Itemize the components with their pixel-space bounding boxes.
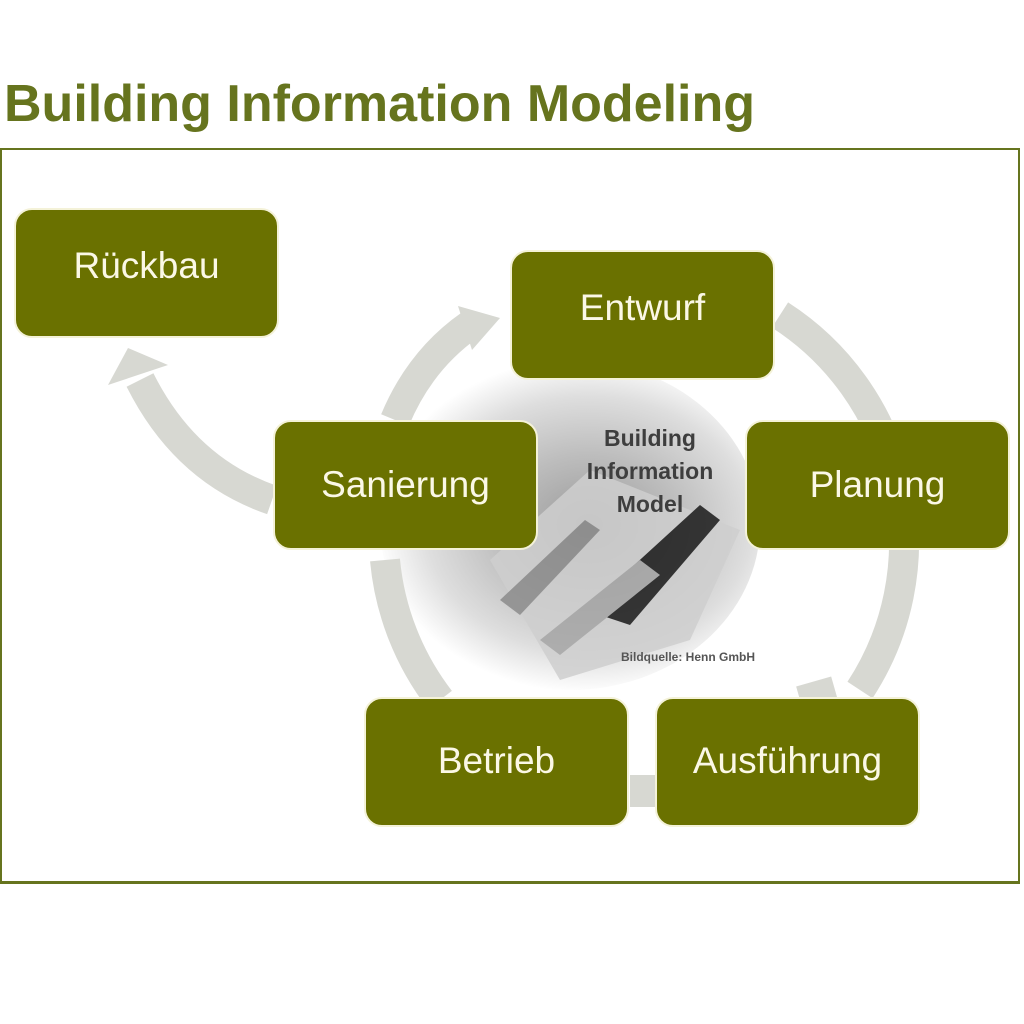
stage-planung-label: Planung [809,464,946,505]
arrow-head-entwurf-icon [458,306,500,350]
stage-planung: Planung [745,420,1010,550]
stage-betrieb: Betrieb [364,697,629,827]
stage-entwurf-label: Entwurf [579,287,706,328]
image-credit: Bildquelle: Henn GmbH [621,650,756,664]
stage-rueckbau: Rückbau [14,208,279,338]
arrow-sanierung-rueckbau [126,373,278,515]
cycle-ring-arc-bottom-left [370,558,453,710]
stage-betrieb-label: Betrieb [437,740,556,781]
arrow-sanierung-entwurf [381,312,479,426]
stage-ausfuehrung-label: Ausführung [692,740,883,781]
stage-sanierung: Sanierung [273,420,538,550]
stage-entwurf: Entwurf [510,250,775,380]
stage-sanierung-label: Sanierung [321,464,490,505]
center-label: Building Information Model [560,422,740,521]
arrow-head-rueckbau-icon [108,348,168,385]
center-label-line3: Model [616,491,684,517]
stage-rueckbau-label: Rückbau [73,245,220,286]
building-illustration [490,470,740,680]
center-label-line1: Building [604,425,696,451]
center-label-line2: Information [586,458,714,484]
connector-betrieb-ausfuehrung [630,775,656,807]
slide-title: Building Information Modeling [4,75,756,133]
stage-ausfuehrung: Ausführung [655,697,920,827]
